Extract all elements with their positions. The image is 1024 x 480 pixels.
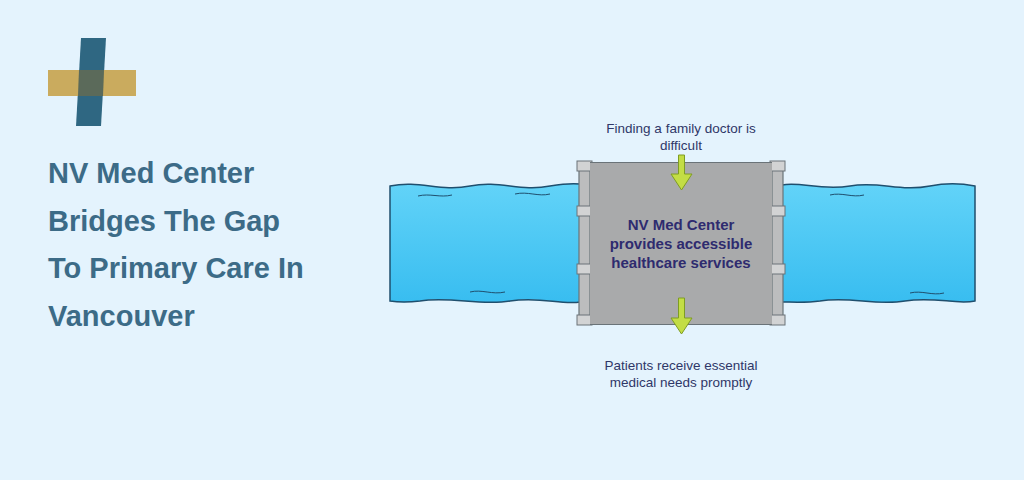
page-title: NV Med Center Bridges The Gap To Primary… — [48, 150, 316, 340]
wave-line — [470, 291, 505, 293]
logo-bar-vertical — [76, 38, 106, 126]
water-right — [782, 184, 975, 303]
water-left — [390, 184, 580, 303]
rail-right — [772, 163, 783, 324]
logo-overlap — [78, 70, 104, 96]
wave-line — [418, 195, 452, 196]
rail-tab — [770, 315, 785, 325]
wave-line — [910, 292, 944, 294]
problem-note: Finding a family doctor is difficult — [606, 120, 756, 154]
wave-line — [515, 193, 550, 195]
logo-bar-horizontal — [48, 70, 136, 96]
node-text: NV Med Center provides accessible health… — [605, 215, 757, 272]
outcome-note: Patients receive essential medical needs… — [581, 357, 781, 391]
bridge-rails — [577, 161, 785, 325]
logo — [48, 38, 136, 126]
rail-tab — [770, 264, 785, 274]
rail-tab — [770, 206, 785, 216]
bridge-box: NV Med Center provides accessible health… — [590, 162, 772, 325]
rail-left — [579, 163, 590, 324]
wave-line — [830, 194, 864, 196]
rail-tab — [770, 161, 785, 171]
